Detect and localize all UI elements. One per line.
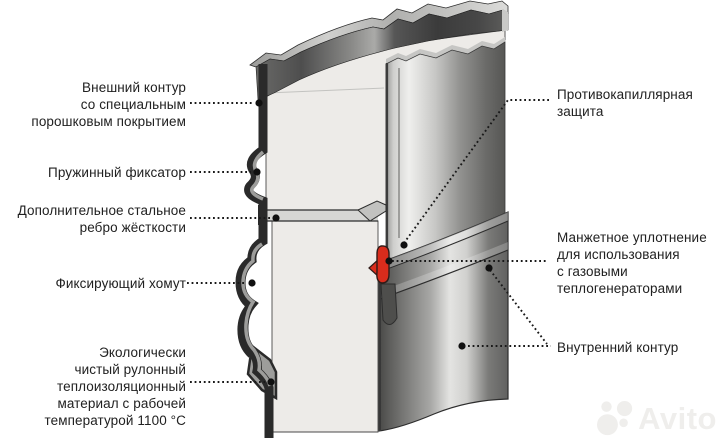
insulation-surface-line: [266, 87, 385, 94]
label-anti-capillary: Противокапиллярная защита: [557, 87, 693, 119]
dot-fixing-clamp: [248, 279, 256, 287]
dot-anti-capillary: [400, 241, 408, 249]
avito-watermark: Avito: [597, 398, 717, 440]
dot-steel-rib: [272, 214, 280, 222]
label-inner-contour: Внутренний контур: [557, 340, 679, 355]
dot-inner-contour-upper: [485, 264, 493, 272]
label-cuff-seal: Манжетное уплотнение для использования с…: [557, 230, 707, 296]
label-fixing-clamp: Фиксирующий хомут: [55, 276, 186, 291]
dot-inner-contour: [458, 342, 466, 350]
clamp-detail: [241, 242, 272, 387]
cuff-seal-marker: [368, 245, 390, 284]
leader-dots: [248, 99, 493, 386]
insulation-lower-section: [271, 220, 379, 433]
avito-logo-icon: [597, 400, 633, 436]
label-insulation: Экологически чистый рулонный теплоизоляц…: [44, 345, 186, 428]
label-outer-contour: Внешний контур со специальным порошковым…: [31, 80, 186, 129]
dot-spring-fixator: [253, 168, 261, 176]
leader-lines: [187, 99, 551, 383]
dot-insulation: [267, 378, 275, 386]
dot-outer-contour: [255, 99, 263, 107]
outer-shell-torn-edge: [249, 0, 509, 101]
spring-fixator-detail: [250, 150, 265, 201]
outer-wall: [235, 64, 278, 438]
avito-watermark-text: Avito: [638, 401, 717, 436]
label-spring-fixator: Пружинный фиксатор: [48, 165, 186, 180]
leader-inner-contour-diagonal: [489, 269, 548, 345]
label-steel-rib: Дополнительное стальное ребро жёсткости: [17, 203, 186, 235]
inner-pipe-lower: [378, 211, 509, 432]
socket-lip: [380, 283, 398, 325]
dot-cuff-seal: [385, 257, 393, 265]
